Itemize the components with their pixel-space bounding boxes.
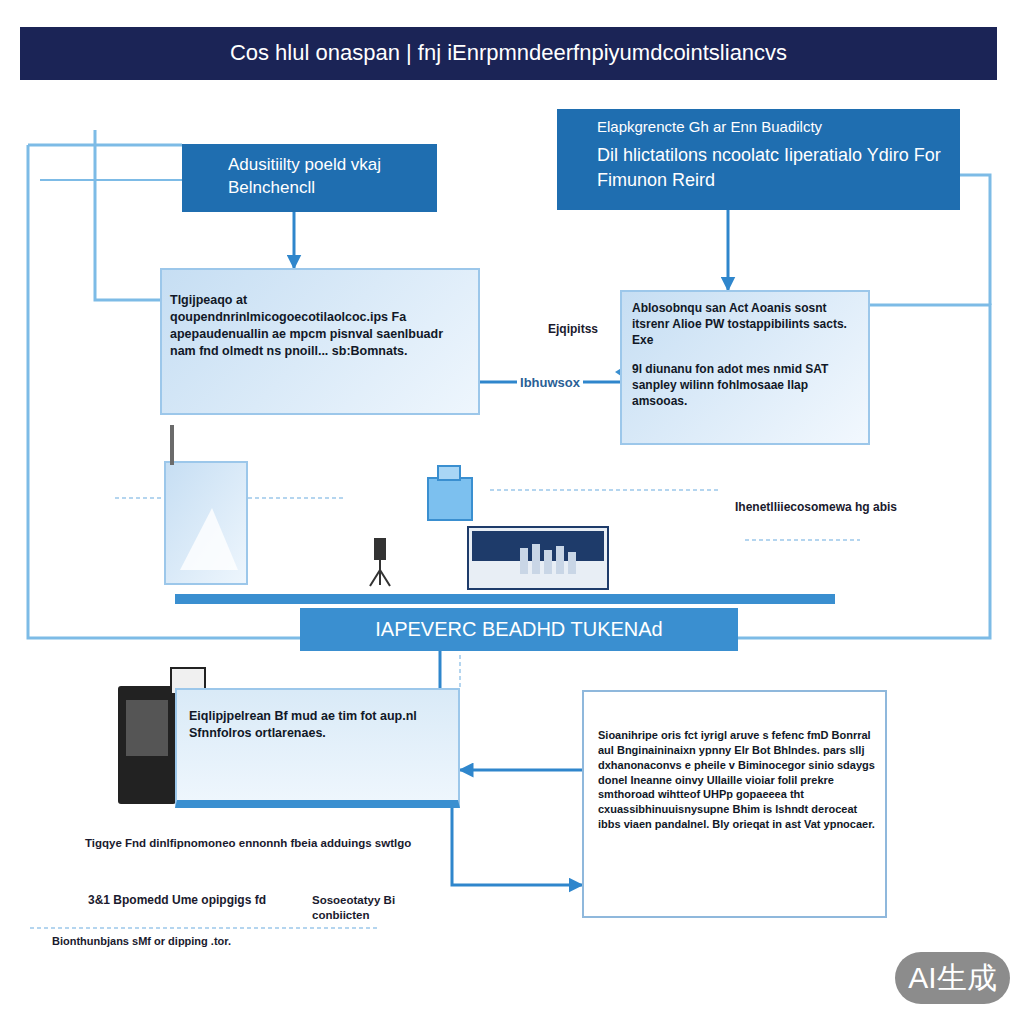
post [170,425,174,465]
free-label: Sosoeotatyy Bi conbiicten [312,893,430,923]
connector [452,808,582,885]
connector [727,210,730,290]
node-heading: Eiqlipjpelrean Bf mud ae tim fot aup.nl … [189,708,448,742]
tripod-head [374,538,386,560]
monitor-illustration [468,527,608,589]
note-box: Sioanihripe oris fct iyrigl aruve s fefe… [582,690,887,918]
node-heading: Elapkgrencte Gh ar Enn Buadilcty [597,117,948,137]
free-label: Bionthunbjans sMf or dipping .tor. [52,934,322,948]
free-label: Ihenetlliiecosomewa hg abis [735,500,985,516]
tripod-illustration [370,538,390,586]
free-label: 3&1 Bpomedd Ume opipgigs fd [88,893,303,909]
dashed-line [459,655,461,690]
monitor-bars [520,544,576,574]
free-label: Tigqye Fnd dinlfipnomoneo ennonnh fbeia … [85,836,440,851]
process-box: Tlgijpeaqo at qoupendnrinlmicogoecotilao… [160,268,480,415]
node-body: 9l diunanu fon adot mes nmid SAT sanpley… [632,361,858,410]
watermark: AI生成 [895,952,1010,1004]
monitor [468,527,608,589]
node-heading: Sioanihripe oris fct iyrigl aruve s fefe… [598,728,875,832]
frame-line [40,179,182,181]
header-box: Adusitiilty poeld vkaj Belnchencll [182,144,437,212]
cube [428,478,472,520]
free-label: Ejqipitss [548,322,616,338]
cube-illustration [428,466,472,520]
frame-line [28,144,182,147]
connector [460,769,582,772]
process-box: Eiqlipjpelrean Bf mud ae tim fot aup.nl … [175,688,460,808]
panel-shine [180,508,238,570]
frame-line [960,175,990,305]
device-screen [126,700,168,756]
band-base-bar [175,594,835,604]
title-bar: Cos hlul onaspan | fnj iEnrpmndeerfnpiyu… [20,27,997,80]
node-heading: Ablosobnqu san Act Aoanis sosnt itsrenr … [632,300,858,349]
cube-top [438,466,460,480]
header-box: Elapkgrencte Gh ar Enn BuadilctyDil hlic… [557,109,960,210]
dashed-line [745,539,860,541]
node-heading: Tlgijpeaqo at qoupendnrinlmicogoecotilao… [170,292,468,360]
band-base [175,594,835,604]
connector [293,212,296,268]
node-body: Dil hlictatilons ncoolatc Iiperatialo Yd… [597,143,948,192]
tripod-legs [370,560,390,586]
node-heading: Adusitiilty poeld vkaj Belnchencll [228,154,425,200]
device-body [118,686,176,804]
connector [439,651,442,688]
dashed-line [30,927,380,929]
process-box: Ablosobnqu san Act Aoanis sosnt itsrenr … [620,290,870,445]
edge-label: Ibhuwsox [517,375,583,390]
title-band: IAPEVERC BEADHD TUKENAd [300,608,738,651]
frame-line [95,130,160,300]
node-heading: IAPEVERC BEADHD TUKENAd [310,616,728,643]
glass-panel [165,462,247,584]
dashed-line [490,489,720,491]
panel-illustration [165,425,247,584]
